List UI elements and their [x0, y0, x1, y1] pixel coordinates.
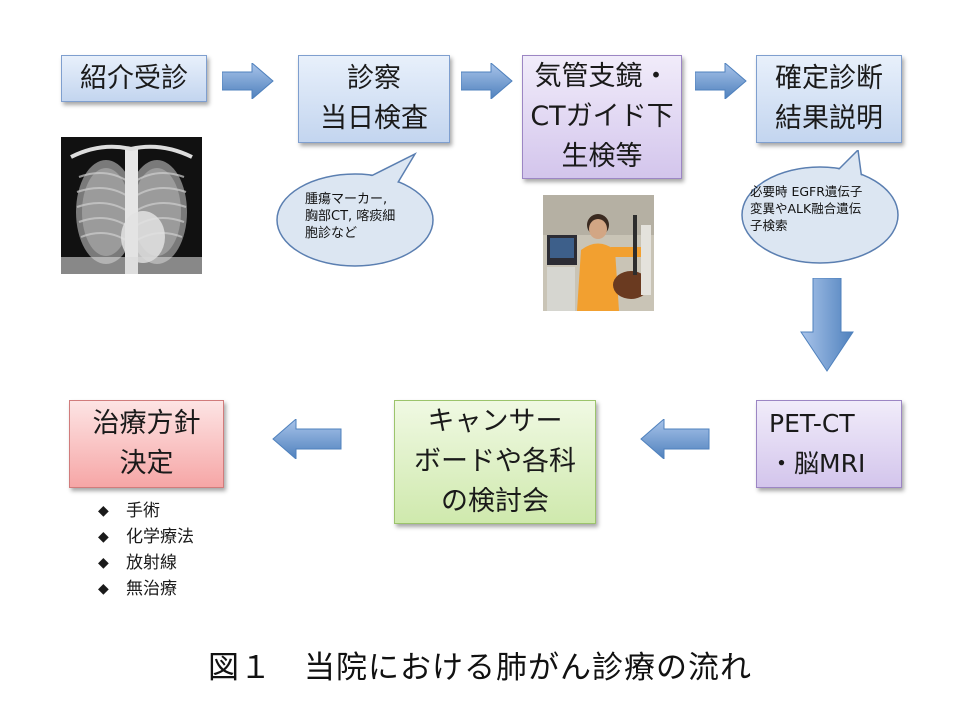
- arrow-right-2: [461, 63, 513, 99]
- list-item: ◆ 手術: [98, 498, 194, 524]
- diamond-bullet-icon: ◆: [98, 503, 109, 519]
- treatment-option-label: 無治療: [126, 579, 177, 599]
- step-referral: 紹介受診: [61, 55, 207, 102]
- note-diagnosis: 必要時 EGFR遺伝子 変異やALK融合遺伝 子検索: [750, 184, 863, 233]
- treatment-option-label: 放射線: [126, 553, 177, 573]
- step-cancer-board: キャンサー ボードや各科 の検討会: [394, 400, 596, 524]
- list-item: ◆ 無治療: [98, 576, 194, 602]
- step-staging-label: PET-CT ・脳MRI: [769, 409, 866, 478]
- step-referral-label: 紹介受診: [80, 62, 188, 94]
- chest-xray-image: [61, 137, 202, 274]
- diamond-bullet-icon: ◆: [98, 529, 109, 545]
- list-item: ◆ 化学療法: [98, 524, 194, 550]
- treatment-options-list: ◆ 手術 ◆ 化学療法 ◆ 放射線 ◆ 無治療: [98, 498, 194, 602]
- arrow-left-1: [640, 419, 710, 459]
- step-cancer-board-label: キャンサー ボードや各科 の検討会: [414, 406, 576, 517]
- step-treatment-decision-label: 治療方針 決定: [92, 408, 201, 479]
- diamond-bullet-icon: ◆: [98, 555, 109, 571]
- step-diagnosis: 確定診断 結果説明: [756, 55, 902, 143]
- note-exam-day: 腫瘍マーカー, 胸部CT, 喀痰細 胞診など: [305, 192, 396, 241]
- step-exam-day-label: 診察 当日検査: [320, 63, 428, 134]
- treatment-option-label: 手術: [126, 501, 160, 521]
- arrow-right-1: [222, 63, 274, 99]
- figure-caption: 図１ 当院における肺がん診療の流れ: [208, 650, 752, 686]
- speech-bubble-diagnosis: [741, 150, 899, 264]
- step-staging: PET-CT ・脳MRI: [756, 400, 902, 488]
- step-treatment-decision: 治療方針 決定: [69, 400, 224, 488]
- arrow-left-2: [272, 419, 342, 459]
- treatment-option-label: 化学療法: [126, 527, 194, 547]
- bronchoscopy-photo: [543, 195, 654, 311]
- list-item: ◆ 放射線: [98, 550, 194, 576]
- arrow-right-3: [695, 63, 747, 99]
- step-exam-day: 診察 当日検査: [298, 55, 450, 143]
- step-biopsy: 気管支鏡・ CTガイド下 生検等: [522, 55, 682, 179]
- speech-bubble-exam: [276, 152, 434, 267]
- arrow-down: [800, 278, 854, 372]
- step-diagnosis-label: 確定診断 結果説明: [775, 63, 883, 134]
- step-biopsy-label: 気管支鏡・ CTガイド下 生検等: [530, 61, 674, 172]
- diamond-bullet-icon: ◆: [98, 581, 109, 597]
